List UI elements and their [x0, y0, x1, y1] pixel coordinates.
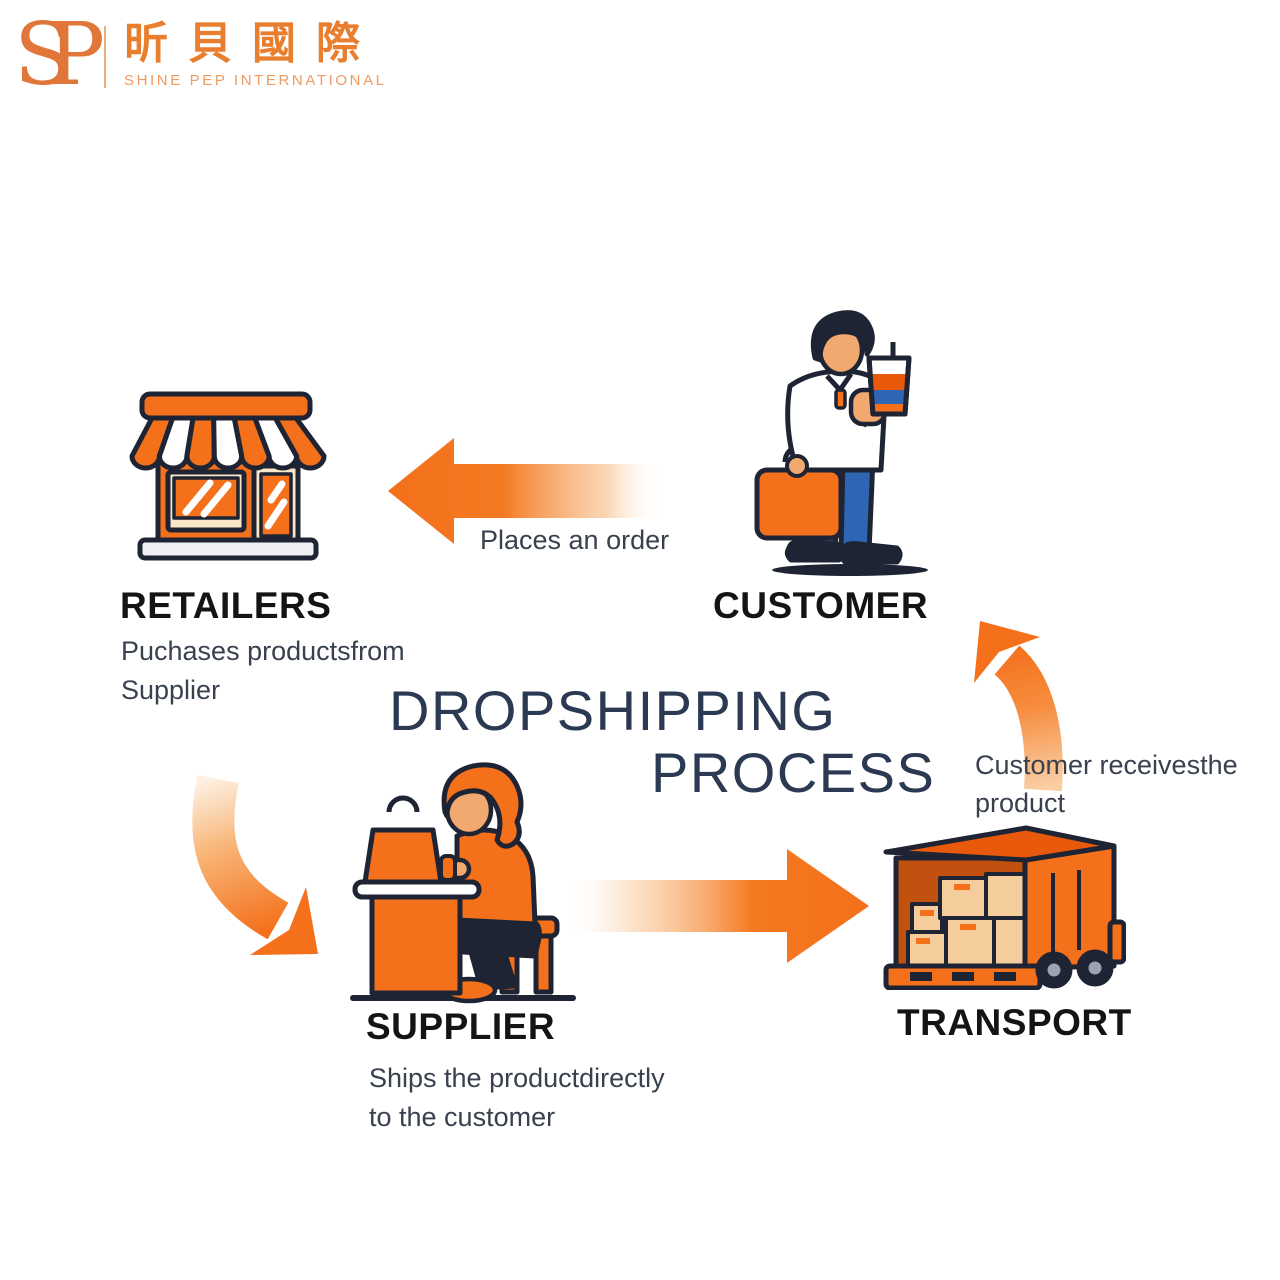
arrow-retailers-to-supplier [192, 775, 318, 955]
brand-monogram: SP [14, 5, 105, 105]
page-title-line1: DROPSHIPPING [389, 679, 837, 742]
retailers-label: RETAILERS [120, 585, 332, 626]
supplier-caption-line2: to the customer [369, 1102, 556, 1132]
supplier-caption-line1: Ships the productdirectly [369, 1063, 665, 1093]
retailers-caption-line1: Puchases productsfrom [121, 636, 405, 666]
storefront-icon [129, 391, 327, 561]
supplier-caption: Ships the productdirectly to the custome… [369, 1059, 665, 1137]
arrow-customer-to-retailers [388, 438, 662, 544]
receives-caption-line1: Customer receivesthe [975, 750, 1238, 780]
arrow-transport-to-customer [974, 621, 1063, 792]
receives-caption-line2: product [975, 788, 1066, 818]
delivery-truck-icon [883, 825, 1126, 990]
supplier-at-desk-icon [350, 762, 576, 1004]
arrow-supplier-to-transport [563, 849, 869, 963]
retailers-caption-line2: Supplier [121, 675, 221, 705]
transport-to-customer-caption: Customer receivesthe product [975, 746, 1238, 822]
customer-label: CUSTOMER [713, 585, 929, 626]
places-an-order-label: Places an order [480, 525, 670, 555]
brand-divider [104, 26, 106, 88]
brand-name-en: SHINE PEP INTERNATIONAL [124, 72, 387, 89]
brand-name-cjk: 昕貝國際 [124, 19, 380, 68]
transport-label: TRANSPORT [897, 1002, 1132, 1043]
retailers-caption: Puchases productsfrom Supplier [121, 632, 405, 710]
supplier-label: SUPPLIER [366, 1006, 556, 1047]
customer-icon [754, 310, 928, 576]
page-title-line2: PROCESS [651, 741, 936, 804]
